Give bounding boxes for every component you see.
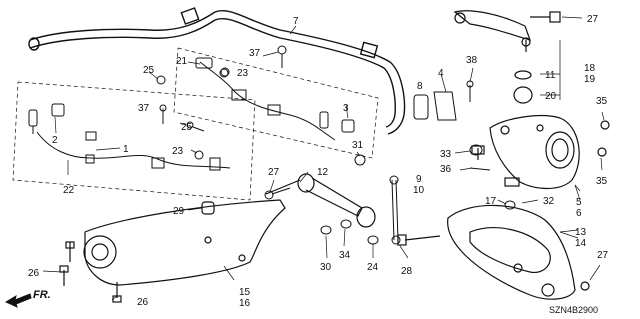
trailing-link <box>265 173 376 228</box>
front-direction-arrow-icon <box>4 293 32 308</box>
callout-22: 22 <box>63 185 75 196</box>
callout-19: 19 <box>584 74 596 85</box>
callout-14: 14 <box>575 238 587 249</box>
callout-9: 9 <box>416 174 422 185</box>
callout-37b: 37 <box>138 103 150 114</box>
callout-35a: 35 <box>596 96 608 107</box>
callout-36: 36 <box>440 164 452 175</box>
callout-38: 38 <box>466 55 478 66</box>
callout-27c: 27 <box>597 250 609 261</box>
callout-35b: 35 <box>596 176 608 187</box>
callout-30: 30 <box>320 262 332 273</box>
callout-33: 33 <box>440 149 452 160</box>
callout-26a: 26 <box>28 268 40 279</box>
small-bolts <box>156 45 366 200</box>
knuckle <box>471 115 610 190</box>
callout-8: 8 <box>417 81 423 92</box>
callout-15: 15 <box>239 287 251 298</box>
callout-27a: 27 <box>587 14 599 25</box>
leader-lines <box>42 16 605 301</box>
callout-29: 29 <box>173 206 185 217</box>
callout-labels: 1 2 3 4 5 6 7 8 9 10 11 12 13 14 15 16 1… <box>28 14 609 315</box>
callout-20: 20 <box>545 91 557 102</box>
callout-5: 5 <box>576 197 582 208</box>
callout-10: 10 <box>413 185 425 196</box>
washers-nuts <box>320 144 516 245</box>
stabilizer-bar <box>28 7 406 135</box>
callout-24: 24 <box>367 262 379 273</box>
callout-2: 2 <box>52 135 58 146</box>
callout-6: 6 <box>576 208 582 219</box>
callout-18: 18 <box>584 63 596 74</box>
lower-arm-right <box>397 204 590 300</box>
callout-3: 3 <box>343 103 349 114</box>
stabilizer-bushing <box>413 80 474 121</box>
callout-27b: 27 <box>268 167 280 178</box>
sensor-group-box-right <box>173 47 379 159</box>
callout-23a: 23 <box>237 68 249 79</box>
upper-arm <box>453 10 561 104</box>
wheel-speed-sensor-left <box>28 103 231 171</box>
callout-34: 34 <box>339 250 351 261</box>
callout-25b: 25 <box>181 122 193 133</box>
callout-23b: 23 <box>172 146 184 157</box>
wheel-speed-sensor-right <box>195 57 355 141</box>
front-direction-label: FR. <box>33 289 51 301</box>
callout-4: 4 <box>438 68 444 79</box>
callout-17: 17 <box>485 196 497 207</box>
stabilizer-link <box>389 175 401 245</box>
callout-31: 31 <box>352 140 364 151</box>
callout-7: 7 <box>293 16 299 27</box>
diagram-code: SZN4B2900 <box>549 305 598 315</box>
callout-25a: 25 <box>143 65 155 76</box>
callout-11: 11 <box>545 70 556 81</box>
callout-28: 28 <box>401 266 413 277</box>
callout-32: 32 <box>543 196 555 207</box>
callout-13: 13 <box>575 227 587 238</box>
sensor-group-box-left <box>12 81 256 201</box>
callout-12: 12 <box>317 167 329 178</box>
callout-1: 1 <box>123 144 129 155</box>
callout-26b: 26 <box>137 297 149 308</box>
callout-37a: 37 <box>249 48 261 59</box>
callout-16: 16 <box>239 298 251 309</box>
callout-21: 21 <box>176 56 188 67</box>
